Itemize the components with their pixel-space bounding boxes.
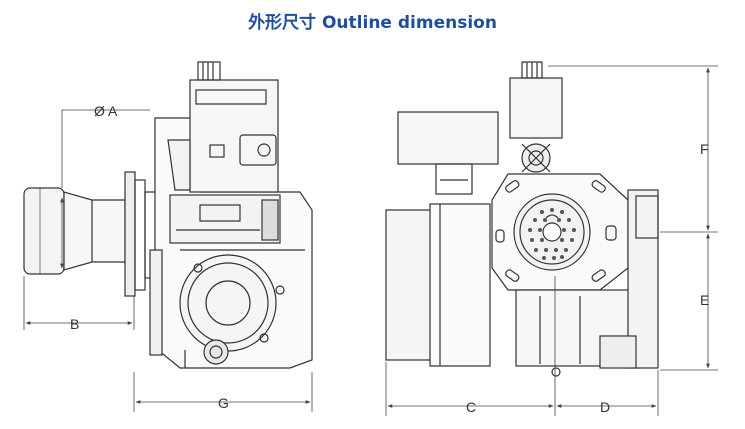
dimension-d-label: D	[600, 399, 610, 415]
motor-cover	[397, 111, 499, 195]
front-view	[385, 61, 659, 377]
burner-head	[513, 193, 591, 271]
front-casing	[385, 203, 491, 367]
dimension-c	[385, 276, 556, 416]
control-unit	[169, 194, 281, 244]
blast-tube	[23, 187, 126, 275]
dimension-g	[133, 372, 313, 412]
dimension-a	[60, 109, 150, 269]
dimension-e-label: E	[700, 292, 709, 308]
dimension-b-label: B	[70, 316, 79, 332]
front-lower-body	[515, 189, 659, 377]
dimension-f-label: F	[700, 141, 709, 157]
dimension-a-label: Ø A	[94, 103, 118, 119]
side-view	[23, 61, 313, 369]
dimension-c-label: C	[466, 399, 476, 415]
dimension-b	[23, 276, 135, 330]
front-gas-valve	[509, 61, 563, 173]
page-title: 外形尺寸 Outline dimension	[248, 13, 497, 33]
fan-housing	[179, 254, 285, 368]
dimension-e	[660, 233, 718, 371]
burner-head-holes	[528, 208, 576, 260]
dimension-d	[556, 370, 659, 416]
dimension-f	[548, 65, 718, 233]
dimension-g-label: G	[218, 395, 229, 411]
gas-valve	[167, 61, 279, 193]
mounting-flange	[124, 171, 160, 297]
